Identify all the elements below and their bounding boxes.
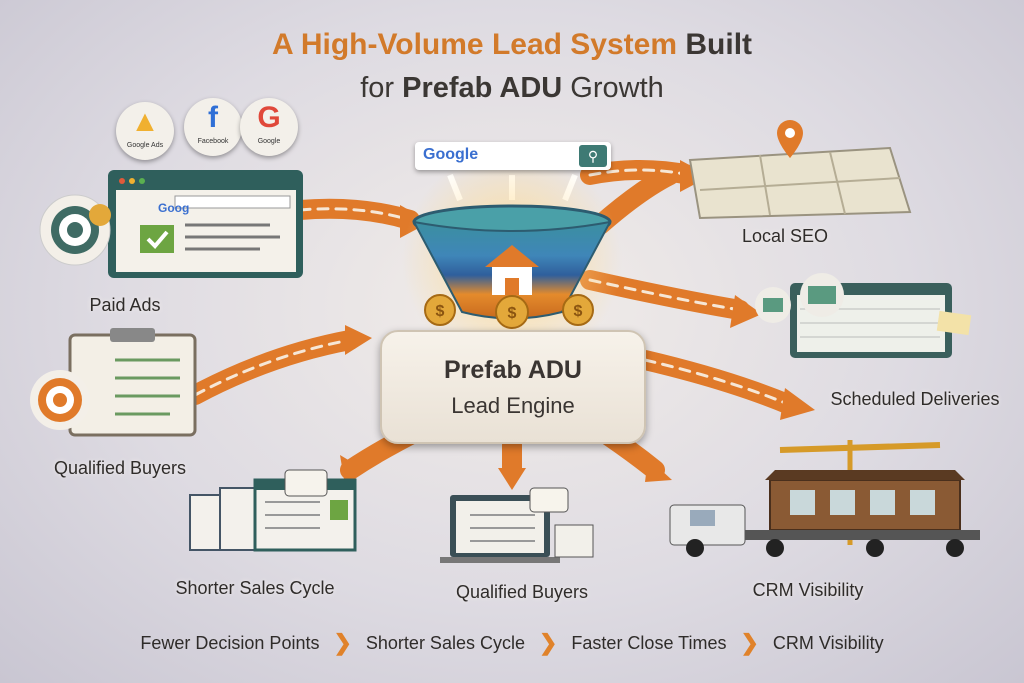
title-accent: A High-Volume Lead System [271, 28, 678, 61]
google-logo: Google [423, 146, 479, 163]
banner-item: CRM Visibility [772, 632, 884, 653]
google-search-bar: Google ⚲ [415, 142, 611, 170]
crm-cards [189, 469, 357, 552]
lead-funnel: $ $ $ [402, 150, 622, 370]
label-local-seo: Local SEO [741, 226, 829, 246]
location-pin-icon [777, 120, 803, 158]
svg-text:$: $ [436, 303, 445, 320]
paid-ads-browser [108, 170, 303, 278]
lead-engine-box: Prefab ADU Lead Engine [380, 330, 646, 444]
chevron-right-icon: ❯ [740, 630, 759, 655]
label-crm-visibility: CRM Visibility [752, 580, 864, 600]
facebook-icon: f [208, 101, 218, 134]
benefits-banner: Fewer Decision Points ❯ Shorter Sales Cy… [0, 628, 1024, 658]
title-line-1: A High-Volume Lead System Built [0, 28, 1024, 62]
badge-label: Facebook [197, 138, 229, 145]
google-badge: G Google [240, 98, 298, 156]
google-ads-badge: ▲ Google Ads [116, 102, 174, 160]
label-qualified-buyers-bottom: Qualified Buyers [455, 582, 589, 602]
google-ads-icon: ▲ [130, 105, 160, 138]
google-icon: G [257, 101, 281, 134]
badge-label: Google Ads [126, 142, 164, 149]
title-bold: Prefab ADU [402, 72, 563, 104]
label-scheduled-deliveries: Scheduled Deliveries [830, 389, 1000, 409]
delivery-truck-and-adu [669, 440, 980, 557]
svg-text:$: $ [508, 305, 517, 322]
coin-dollar-signs: $ $ $ [436, 303, 583, 322]
label-paid-ads: Paid Ads [89, 295, 161, 315]
engine-title: Prefab ADU [444, 356, 582, 384]
title-rest: Built [685, 28, 753, 61]
engine-subtitle: Lead Engine [451, 393, 575, 418]
chevron-right-icon: ❯ [333, 630, 352, 655]
search-icon: ⚲ [579, 145, 607, 167]
banner-item: Shorter Sales Cycle [365, 632, 525, 653]
label-qualified-buyers: Qualified Buyers [53, 458, 187, 478]
browser-logo: Goog [158, 201, 190, 215]
qualified-buyers-clipboard [30, 328, 197, 437]
email-dashboard [755, 273, 972, 358]
badge-label: Google [257, 138, 281, 145]
target-icon [39, 194, 111, 266]
svg-text:$: $ [574, 303, 583, 320]
house-roof-icon [485, 245, 539, 267]
chevron-right-icon: ❯ [538, 630, 558, 655]
label-shorter-sales-cycle: Shorter Sales Cycle [175, 578, 335, 598]
title-post: Growth [570, 72, 664, 104]
facebook-badge: f Facebook [184, 98, 242, 156]
coin-icons [424, 294, 594, 329]
local-seo-map [688, 120, 912, 220]
title-pre: for [360, 72, 395, 104]
banner-item: Faster Close Times [571, 632, 727, 653]
banner-item: Fewer Decision Points [140, 632, 320, 653]
title-line-2: for Prefab ADU Growth [0, 72, 1024, 105]
laptop [440, 487, 594, 563]
